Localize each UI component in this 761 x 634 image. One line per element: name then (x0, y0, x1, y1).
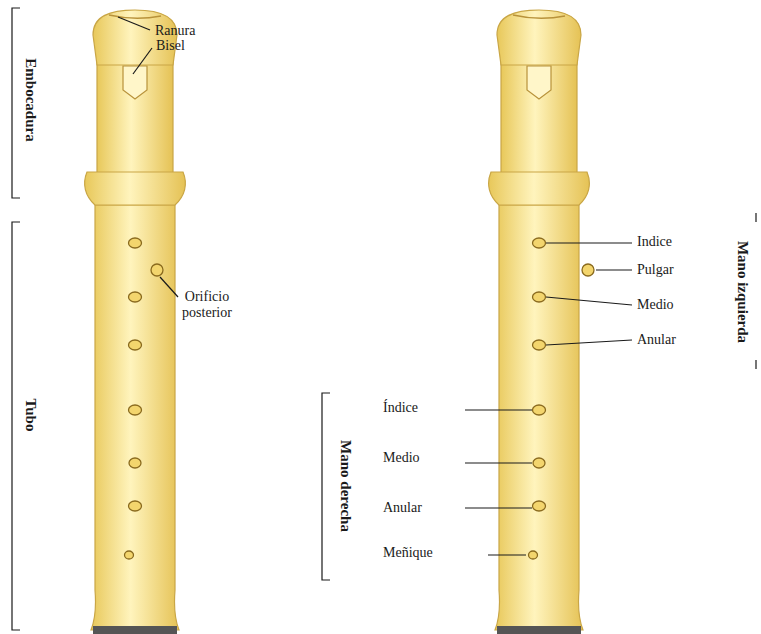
finger-name: Pulgar (637, 262, 674, 278)
finger-name: Meñique (383, 545, 433, 561)
finger-name: Medio (383, 450, 420, 466)
part-name: Orificio posterior (172, 289, 242, 321)
finger-name: Anular (637, 332, 676, 348)
part-name: Ranura (155, 23, 195, 39)
hand-name: Mano izquierda (733, 241, 750, 343)
finger-name: Anular (383, 500, 422, 516)
section-name: Embocadura (21, 58, 38, 141)
hand-name: Mano derecha (336, 440, 353, 532)
finger-name: Medio (637, 297, 674, 313)
section-name: Tubo (21, 399, 38, 432)
finger-name: Indice (637, 234, 672, 250)
finger-name: Índice (383, 400, 418, 416)
part-name: Bisel (156, 38, 185, 54)
